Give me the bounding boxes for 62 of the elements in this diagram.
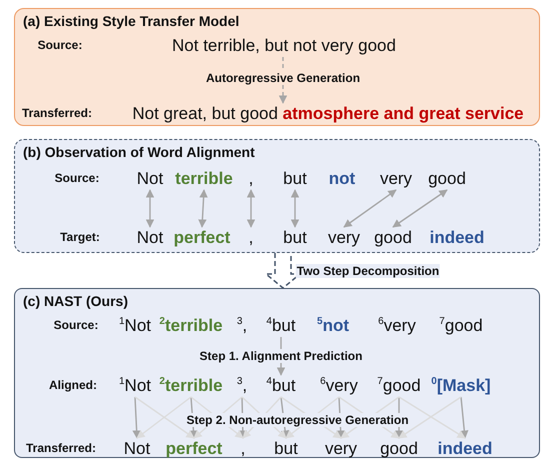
arrow <box>132 396 141 439</box>
word-token: $^{0}$[Mask] <box>431 376 491 396</box>
word-token: but <box>283 169 307 189</box>
word-token: but <box>283 228 307 248</box>
word-token: $^{1}$Not <box>118 376 152 396</box>
word-token: but <box>274 439 298 459</box>
word-token: Not <box>124 439 150 459</box>
source-sentence: Not terrible, but not very good <box>172 36 396 56</box>
word-token: $^{2}$terrible <box>159 376 223 396</box>
word-token: very <box>324 439 358 459</box>
word-token: $^{4}$but <box>266 376 296 396</box>
arrow <box>343 189 397 228</box>
word-token: $^{7}$good <box>377 376 421 396</box>
row-label: Target: <box>60 230 100 244</box>
arrow <box>146 189 154 228</box>
word-token: $^{4}$but <box>266 316 296 336</box>
word-token: $^{5}$not <box>317 316 349 336</box>
row-label: Aligned: <box>49 378 97 392</box>
word-token: very <box>380 169 412 189</box>
word-token: $^{1}$Not <box>118 316 152 336</box>
panel <box>14 8 540 126</box>
word-token: perfect <box>174 228 230 248</box>
edge-label: Step 2. Non-autoregressive Generation <box>185 412 410 426</box>
word-token: not <box>328 169 356 189</box>
edge-label: Step 1. Alignment Prediction <box>198 349 364 363</box>
word-token: , <box>248 169 254 189</box>
word-token: Not <box>136 169 164 189</box>
panel <box>14 139 540 253</box>
word-token: Not <box>136 228 164 248</box>
row-label: Source: <box>54 318 98 332</box>
word-token: good <box>374 228 412 248</box>
row-label: Source: <box>38 38 82 52</box>
word-token: $^{2}$terrible <box>159 316 223 336</box>
arrow <box>392 189 448 228</box>
word-token: , <box>248 228 254 248</box>
row-label: Transferred: <box>26 441 96 455</box>
panel-title: (c) NAST (Ours) <box>23 293 128 309</box>
word-token: , <box>240 439 246 459</box>
arrow <box>246 189 256 228</box>
word-token: terrible <box>175 169 233 189</box>
word-token: indeed <box>430 228 484 248</box>
arrow <box>460 396 468 439</box>
row-label: Source: <box>54 171 100 185</box>
panel-title: (a) Existing Style Transfer Model <box>23 13 240 29</box>
arrow <box>290 189 300 228</box>
panel-title: (b) Observation of Word Alignment <box>23 144 255 160</box>
word-token: indeed <box>438 439 492 459</box>
word-token: $^{6}$very <box>320 376 358 396</box>
word-token: $^{3}$, <box>236 376 248 396</box>
transferred-sentence: Not great, but good atmosphere and great service <box>132 104 524 124</box>
word-token: good <box>428 169 466 189</box>
arrow <box>198 189 208 228</box>
word-token: perfect <box>166 439 222 459</box>
word-token: $^{3}$, <box>236 316 248 336</box>
word-token: good <box>380 439 418 459</box>
row-label: Transferred: <box>22 106 92 120</box>
panel <box>14 288 540 458</box>
word-token: very <box>328 228 360 248</box>
edge-label: Two Step Decomposition <box>296 264 440 278</box>
edge-label: Autoregressive Generation <box>204 71 362 85</box>
word-token: $^{7}$good <box>439 316 483 336</box>
word-token: $^{6}$very <box>378 316 416 336</box>
